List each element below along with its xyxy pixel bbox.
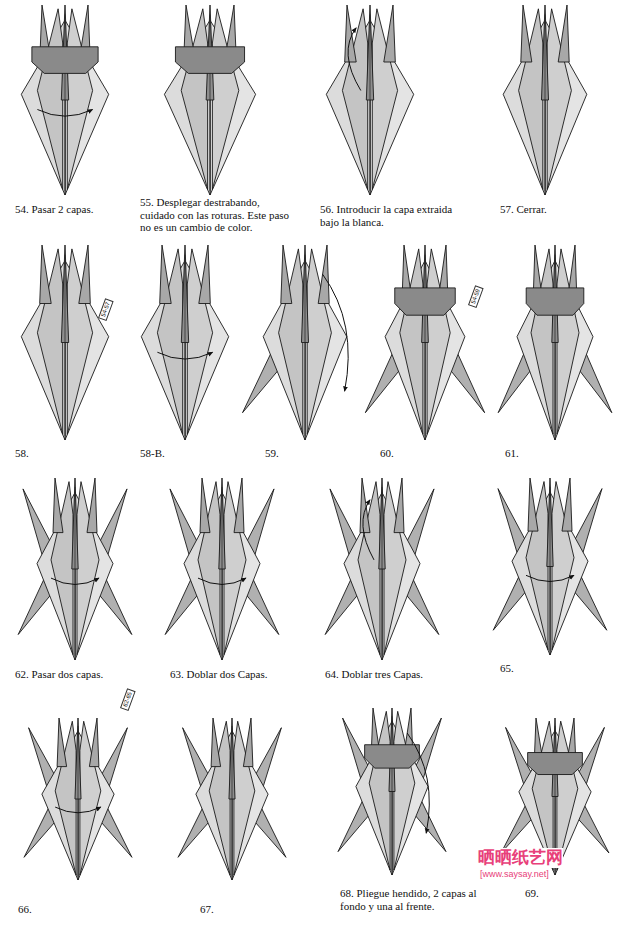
step-number: 60. [380, 447, 420, 460]
origami-step [243, 245, 349, 440]
origami-step [498, 245, 612, 440]
fold-arrow [323, 274, 349, 391]
spire [53, 478, 63, 533]
spire [79, 245, 91, 304]
fold-arrow [55, 807, 101, 813]
crease-line [210, 15, 211, 192]
crease-line [78, 726, 79, 877]
spire [360, 478, 370, 533]
step-caption: 68. Pliegue hendido, 2 capas al fondo y … [340, 887, 500, 912]
head-band [175, 47, 244, 74]
step-caption: 54. Pasar 2 capas. [15, 203, 125, 216]
fold-arrow [526, 575, 574, 581]
origami-step [21, 245, 108, 440]
step-caption: 57. Cerrar. [500, 203, 600, 216]
spire [199, 245, 211, 304]
head-band [365, 745, 420, 768]
spire [234, 478, 244, 533]
crease-line [382, 487, 383, 656]
step-number: 58. [15, 447, 55, 460]
fold-arrow [157, 352, 212, 359]
step-number: 69. [525, 887, 565, 900]
crease-line [232, 726, 233, 877]
step-number: 58-B. [140, 447, 180, 460]
spire [384, 5, 396, 62]
spire [200, 478, 210, 533]
origami-step [493, 478, 607, 655]
spire [562, 478, 572, 531]
step-caption: 64. Doblar tres Capas. [325, 668, 475, 681]
origami-step [178, 718, 286, 880]
step-number: 61. [505, 447, 545, 460]
origami-step [165, 478, 279, 660]
spire [318, 245, 329, 304]
origami-step [164, 5, 255, 195]
spire [160, 245, 172, 304]
head-band [528, 753, 583, 775]
step-number: 67. [200, 903, 240, 916]
spire [345, 5, 357, 62]
spire [89, 718, 99, 767]
spire [521, 5, 532, 62]
crease-line [550, 487, 551, 652]
spire [528, 478, 538, 531]
origami-step [503, 5, 587, 195]
fold-arrow [37, 110, 92, 117]
origami-step [24, 718, 132, 880]
fold-arrow [407, 733, 429, 833]
step-number: 65. [500, 662, 540, 675]
crease-line [555, 255, 556, 436]
spire [87, 478, 97, 533]
crease-line [75, 487, 76, 656]
origami-step [365, 245, 484, 440]
crease-line [545, 15, 546, 192]
reference-tag: 54-57 [98, 298, 114, 321]
crease-line [370, 15, 371, 192]
crease-line [305, 255, 306, 436]
step-number: 66. [18, 903, 58, 916]
head-band [395, 288, 455, 315]
watermark-url: [www.saysay.net] [480, 869, 549, 879]
origami-step [141, 245, 228, 440]
spire [394, 478, 404, 533]
step-number: 59. [265, 447, 305, 460]
origami-step [325, 478, 439, 660]
reference-tag: 62-65 [120, 688, 136, 711]
spire [558, 5, 569, 62]
crease-line [222, 487, 223, 656]
origami-step [18, 478, 132, 660]
watermark: 晒晒纸艺网 [478, 848, 563, 868]
crease-line [65, 255, 66, 436]
reference-tag: 54-59 [468, 285, 484, 308]
crease-line [185, 255, 186, 436]
spire [57, 718, 67, 767]
origami-step [338, 708, 446, 875]
spire [281, 245, 292, 304]
origami-step [326, 5, 413, 195]
origami-step [21, 5, 108, 195]
fold-arrow [51, 578, 99, 584]
head-band [32, 47, 98, 74]
spire [243, 718, 253, 767]
crease-line [392, 716, 393, 871]
fold-arrow [348, 28, 361, 91]
step-caption: 56. Introducir la capa extraida bajo la … [320, 203, 460, 228]
step-caption: 55. Desplegar destrabando, cuidado con l… [140, 196, 290, 234]
crease-line [425, 255, 426, 436]
fold-arrow [363, 500, 374, 560]
head-band [526, 288, 584, 315]
step-caption: 62. Pasar dos capas. [15, 668, 155, 681]
spire [40, 245, 52, 304]
step-caption: 63. Doblar dos Capas. [170, 668, 310, 681]
fold-arrow [198, 578, 246, 584]
spire [211, 718, 221, 767]
crease-line [65, 15, 66, 192]
